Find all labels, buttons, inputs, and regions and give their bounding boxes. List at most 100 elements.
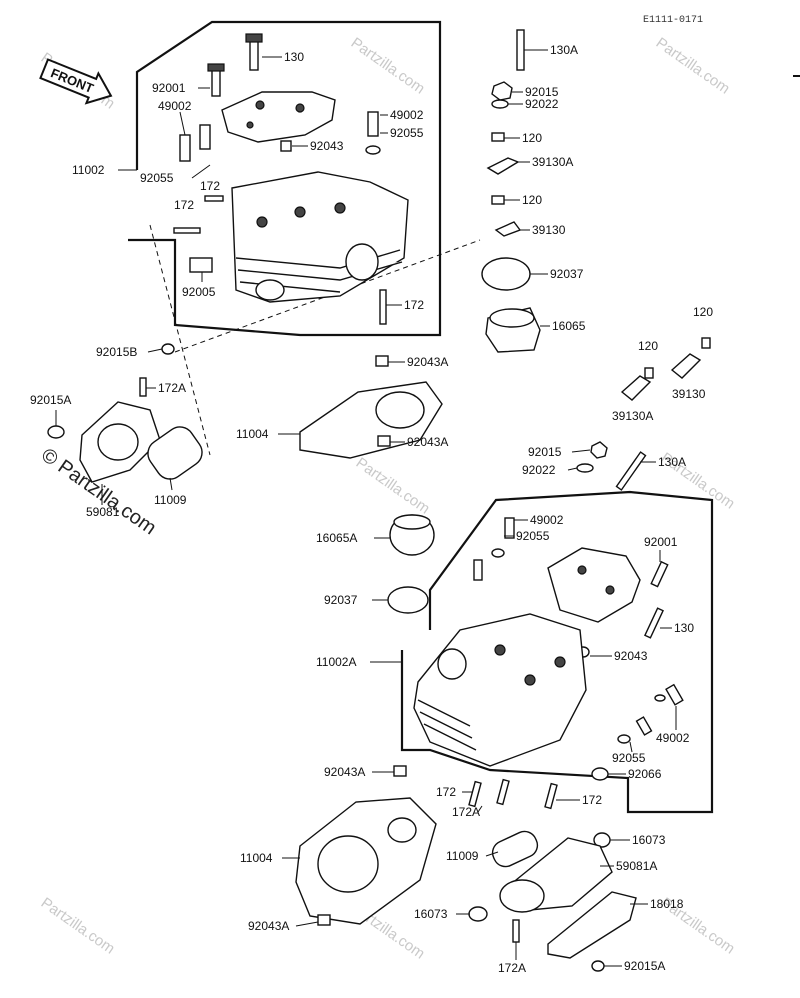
upper-assembly xyxy=(128,20,541,456)
upper-frame xyxy=(128,20,442,337)
holder-hole-3 xyxy=(246,121,254,129)
dowel-92043A-d xyxy=(317,914,331,926)
holder-hole-2 xyxy=(295,103,305,113)
plug-49002-right xyxy=(367,111,379,137)
lead-11009-left xyxy=(169,477,173,491)
lead-92015B xyxy=(147,348,163,353)
label-92001-top: 92001 xyxy=(152,81,186,95)
label-92043-top: 92043 xyxy=(310,139,344,153)
label-16065A: 16065A xyxy=(316,531,357,545)
dowel-92005 xyxy=(189,257,213,273)
bolt-120-right-b xyxy=(701,337,711,349)
oring-92055-mid xyxy=(491,548,505,558)
label-92066: 92066 xyxy=(628,767,662,781)
label-39130-right: 39130 xyxy=(672,387,706,401)
lower-frame xyxy=(400,490,714,814)
lower-parts xyxy=(295,797,637,972)
clamp-92037-mid xyxy=(387,586,429,614)
label-172A-low: 172A xyxy=(452,805,480,819)
bracket-39130-top xyxy=(494,221,522,237)
gasket-11004-top-bore xyxy=(375,391,425,429)
bolt-130-top xyxy=(249,37,259,71)
label-92022-top: 92022 xyxy=(525,97,559,111)
label-130A-top: 130A xyxy=(550,43,578,57)
watermark-3: Partzilla.com xyxy=(653,34,733,97)
label-172-top-b: 172 xyxy=(174,198,194,212)
stud-172-low-c xyxy=(544,782,558,810)
label-18018: 18018 xyxy=(650,897,684,911)
bolt-120-right-a xyxy=(644,367,654,379)
label-172A-bottom: 172A xyxy=(498,961,526,975)
lead-92055-low xyxy=(629,741,633,753)
head-lower-hole-b xyxy=(524,674,536,686)
label-92015B: 92015B xyxy=(96,345,137,359)
label-172-low-a: 172 xyxy=(436,785,456,799)
middle-left-parts xyxy=(47,377,203,483)
label-39130-top: 39130 xyxy=(532,223,566,237)
bolt-92001-mid xyxy=(650,560,669,588)
label-92043A-d: 92043A xyxy=(248,919,289,933)
bolt-130-top-head xyxy=(245,33,263,43)
diagram-code: E1111-0171 xyxy=(643,15,703,26)
nut-92015-top xyxy=(491,81,513,101)
bolt-130A-top xyxy=(516,29,525,71)
label-16073-a: 16073 xyxy=(632,833,666,847)
label-39130A-right: 39130A xyxy=(612,409,653,423)
bracket-39130A-right xyxy=(620,375,652,401)
lower-assembly xyxy=(387,441,714,814)
stud-172-b xyxy=(173,227,201,234)
head-hole-c xyxy=(334,202,346,214)
upper-dash-1 xyxy=(149,224,211,456)
label-11009-left: 11009 xyxy=(154,493,187,507)
watermark-4: Partzilla.com xyxy=(353,454,433,517)
label-92037-mid: 92037 xyxy=(324,593,358,607)
stud-172-mid xyxy=(379,289,387,325)
dowel-92043A-b xyxy=(377,435,391,447)
label-49002-top-left: 49002 xyxy=(158,99,192,113)
label-120-right-b: 120 xyxy=(693,305,713,319)
label-49002-top-right: 49002 xyxy=(390,108,424,122)
head-lower-port xyxy=(437,648,467,680)
label-92043A-a: 92043A xyxy=(407,355,448,369)
bushing-16073-b xyxy=(468,906,488,922)
dowel-92066 xyxy=(591,767,609,781)
watermark-6: Partzilla.com xyxy=(38,894,118,957)
stud-172A-left xyxy=(139,377,147,397)
washer-92022-mid xyxy=(576,463,594,473)
oring-92055-low-a xyxy=(654,694,666,702)
cylinder-head-lower xyxy=(413,613,587,767)
stud-172A-bottom xyxy=(512,919,520,943)
label-130A-mid: 130A xyxy=(658,455,686,469)
dowel-92043-top xyxy=(280,140,292,152)
gasket-11004-low-bore-2 xyxy=(387,817,417,843)
label-172-low-b: 172 xyxy=(582,793,602,807)
label-92055-top-right: 92055 xyxy=(390,126,424,140)
label-39130A-top: 39130A xyxy=(532,155,573,169)
label-172A-left: 172A xyxy=(158,381,186,395)
label-92015-mid: 92015 xyxy=(528,445,562,459)
cover-18018 xyxy=(547,891,637,959)
watermark-2: Partzilla.com xyxy=(348,34,428,97)
label-130-mid: 130 xyxy=(674,621,694,635)
head-lower-hole-a xyxy=(494,644,506,656)
lead-92055-tl xyxy=(191,164,211,179)
manifold-59081A-port xyxy=(499,879,545,913)
head-port-lower xyxy=(255,279,285,301)
dowel-92043A-c xyxy=(393,765,407,777)
nut-92015-mid xyxy=(590,441,608,459)
label-172-mid: 172 xyxy=(404,298,424,312)
label-120-right-a: 120 xyxy=(638,339,658,353)
label-49002-mid: 49002 xyxy=(530,513,564,527)
nut-92015A-bottom xyxy=(591,960,605,972)
plug-49002-mid xyxy=(504,517,515,539)
head-hole-a xyxy=(256,216,268,228)
label-92022-mid: 92022 xyxy=(522,463,556,477)
manifold-59081-port xyxy=(97,423,139,461)
label-11004-low: 11004 xyxy=(240,851,273,865)
boot-16065A-rim xyxy=(393,514,431,530)
bolt-120-top-b xyxy=(491,195,505,205)
lead-92043A-d xyxy=(295,921,319,927)
label-92015A-bottom: 92015A xyxy=(624,959,665,973)
lead-92022-mid xyxy=(567,467,578,471)
